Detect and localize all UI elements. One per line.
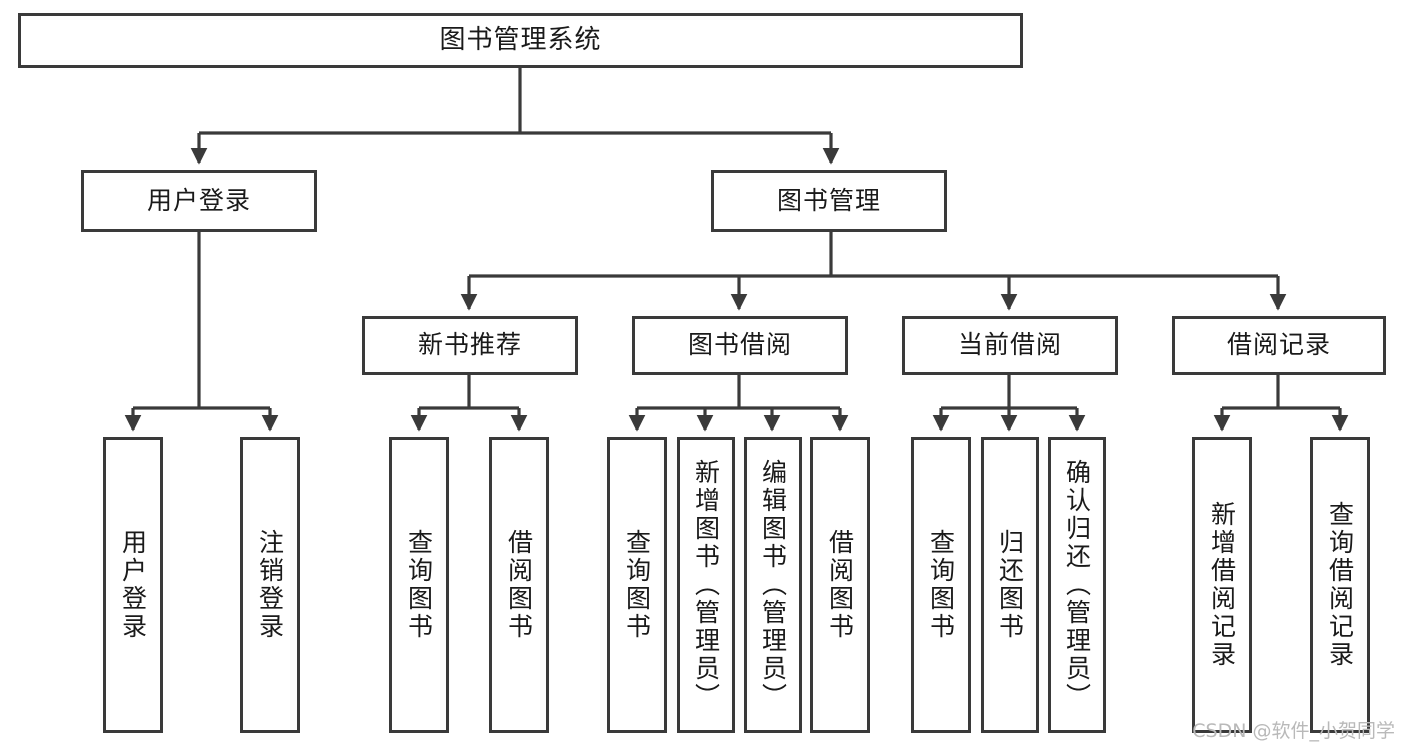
leaf-return-book[interactable]: 归还图书: [981, 437, 1039, 733]
node-label: 借阅图书: [825, 529, 855, 641]
watermark-text: CSDN @软件_小贺同学: [1192, 720, 1395, 742]
node-root-system[interactable]: 图书管理系统: [18, 13, 1023, 68]
node-user-login[interactable]: 用户登录: [81, 170, 317, 232]
leaf-confirm-return-admin[interactable]: 确认归还（管理员）: [1048, 437, 1106, 733]
node-label: 新增图书（管理员）: [691, 459, 721, 711]
leaf-borrow-book-recommend[interactable]: 借阅图书: [489, 437, 549, 733]
node-new-book-recommend[interactable]: 新书推荐: [362, 316, 578, 375]
node-label: 当前借阅: [957, 330, 1062, 360]
node-label: 注销登录: [255, 529, 285, 641]
node-label: 查询图书: [926, 529, 956, 641]
node-label: 图书借阅: [687, 330, 792, 360]
node-label: 图书管理: [776, 185, 881, 215]
node-label: 查询借阅记录: [1325, 501, 1355, 669]
node-label: 确认归还（管理员）: [1062, 459, 1092, 711]
node-label: 编辑图书（管理员）: [758, 459, 788, 711]
node-current-borrow[interactable]: 当前借阅: [902, 316, 1118, 375]
node-label: 查询图书: [622, 529, 652, 641]
node-label: 新书推荐: [417, 330, 522, 360]
node-borrow-record[interactable]: 借阅记录: [1172, 316, 1386, 375]
node-label: 图书管理系统: [439, 24, 602, 55]
node-book-management[interactable]: 图书管理: [711, 170, 947, 232]
node-label: 用户登录: [118, 529, 148, 641]
node-label: 借阅图书: [504, 529, 534, 641]
leaf-user-login[interactable]: 用户登录: [103, 437, 163, 733]
node-label: 归还图书: [995, 529, 1025, 641]
leaf-query-borrow-record[interactable]: 查询借阅记录: [1310, 437, 1370, 733]
node-book-borrow[interactable]: 图书借阅: [632, 316, 848, 375]
leaf-logout-login[interactable]: 注销登录: [240, 437, 300, 733]
node-label: 查询图书: [404, 529, 434, 641]
leaf-query-book-recommend[interactable]: 查询图书: [389, 437, 449, 733]
leaf-add-book-admin[interactable]: 新增图书（管理员）: [677, 437, 735, 733]
leaf-add-borrow-record[interactable]: 新增借阅记录: [1192, 437, 1252, 733]
node-label: 新增借阅记录: [1207, 501, 1237, 669]
leaf-borrow-book[interactable]: 借阅图书: [810, 437, 870, 733]
node-label: 用户登录: [146, 185, 251, 215]
leaf-query-book-current[interactable]: 查询图书: [911, 437, 971, 733]
leaf-query-book-borrow[interactable]: 查询图书: [607, 437, 667, 733]
leaf-edit-book-admin[interactable]: 编辑图书（管理员）: [744, 437, 802, 733]
node-label: 借阅记录: [1226, 330, 1331, 360]
